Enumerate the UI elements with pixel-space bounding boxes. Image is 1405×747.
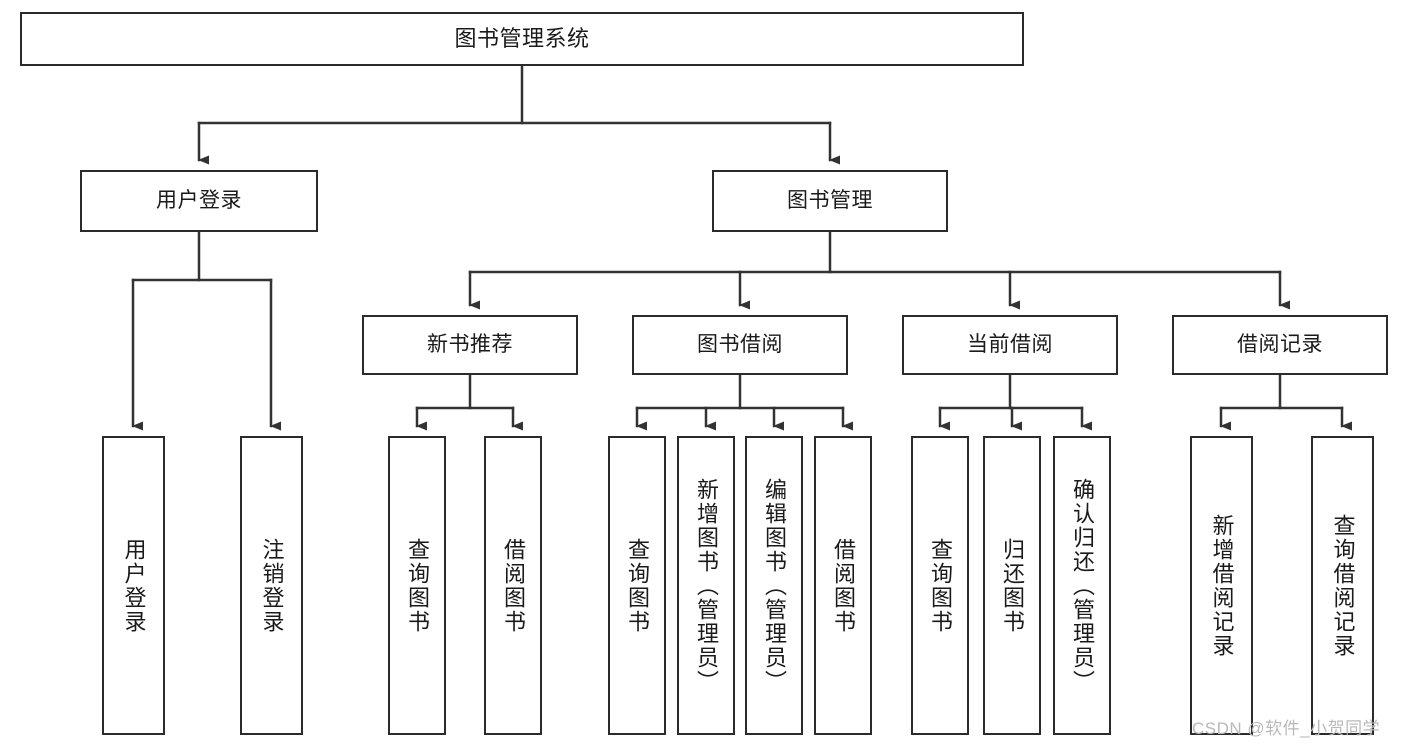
node-current-borrow[interactable]: 当前借阅 — [902, 315, 1118, 375]
node-leaf-query-book-recommend[interactable]: 查询图书 — [388, 436, 446, 735]
node-label-book-manage: 图书管理 — [787, 188, 873, 212]
node-leaf-edit-book-admin[interactable]: 编辑图书（管理员） — [745, 436, 803, 735]
node-leaf-confirm-return-admin[interactable]: 确认归还（管理员） — [1053, 436, 1111, 735]
node-label-borrow-record: 借阅记录 — [1237, 332, 1323, 356]
node-leaf-query-borrow-record[interactable]: 查询借阅记录 — [1311, 436, 1374, 735]
node-leaf-borrow-book[interactable]: 借阅图书 — [814, 436, 872, 735]
node-label-leaf-edit-book-admin: 编辑图书（管理员） — [761, 477, 787, 694]
node-book-manage[interactable]: 图书管理 — [712, 170, 948, 232]
node-label-leaf-query-book-borrow: 查询图书 — [624, 537, 650, 634]
node-label-leaf-add-book-admin: 新增图书（管理员） — [693, 477, 719, 694]
node-label-leaf-logout-login: 注销登录 — [259, 537, 285, 634]
node-label-leaf-borrow-book: 借阅图书 — [830, 537, 856, 634]
node-leaf-return-book[interactable]: 归还图书 — [983, 436, 1041, 735]
node-leaf-borrow-book-recommend[interactable]: 借阅图书 — [484, 436, 542, 735]
node-label-leaf-return-book: 归还图书 — [999, 537, 1025, 634]
node-label-leaf-confirm-return-admin: 确认归还（管理员） — [1069, 477, 1095, 694]
node-leaf-query-book-borrow[interactable]: 查询图书 — [608, 436, 666, 735]
node-book-borrow[interactable]: 图书借阅 — [632, 315, 848, 375]
node-user-login[interactable]: 用户登录 — [80, 170, 318, 232]
node-label-book-borrow: 图书借阅 — [697, 332, 783, 356]
connector-group — [131, 64, 1352, 431]
node-label-leaf-borrow-book-recommend: 借阅图书 — [500, 537, 526, 634]
node-label-leaf-add-borrow-record: 新增借阅记录 — [1209, 513, 1235, 658]
node-label-leaf-query-borrow-record: 查询借阅记录 — [1330, 513, 1356, 658]
node-leaf-query-book-current[interactable]: 查询图书 — [911, 436, 969, 735]
node-label-root: 图书管理系统 — [454, 26, 590, 52]
node-label-new-book-recommend: 新书推荐 — [427, 332, 513, 356]
node-label-leaf-query-book-current: 查询图书 — [927, 537, 953, 634]
node-label-leaf-user-login: 用户登录 — [121, 537, 147, 634]
node-label-user-login: 用户登录 — [156, 188, 242, 212]
node-label-current-borrow: 当前借阅 — [967, 332, 1053, 356]
node-leaf-add-borrow-record[interactable]: 新增借阅记录 — [1190, 436, 1253, 735]
node-leaf-user-login[interactable]: 用户登录 — [102, 436, 165, 735]
node-new-book-recommend[interactable]: 新书推荐 — [362, 315, 578, 375]
csdn-watermark: CSDN @软件_小贺同学 — [1192, 719, 1381, 738]
node-borrow-record[interactable]: 借阅记录 — [1172, 315, 1388, 375]
node-root[interactable]: 图书管理系统 — [20, 12, 1024, 66]
node-leaf-add-book-admin[interactable]: 新增图书（管理员） — [677, 436, 735, 735]
node-label-leaf-query-book-recommend: 查询图书 — [404, 537, 430, 634]
node-leaf-logout-login[interactable]: 注销登录 — [240, 436, 303, 735]
